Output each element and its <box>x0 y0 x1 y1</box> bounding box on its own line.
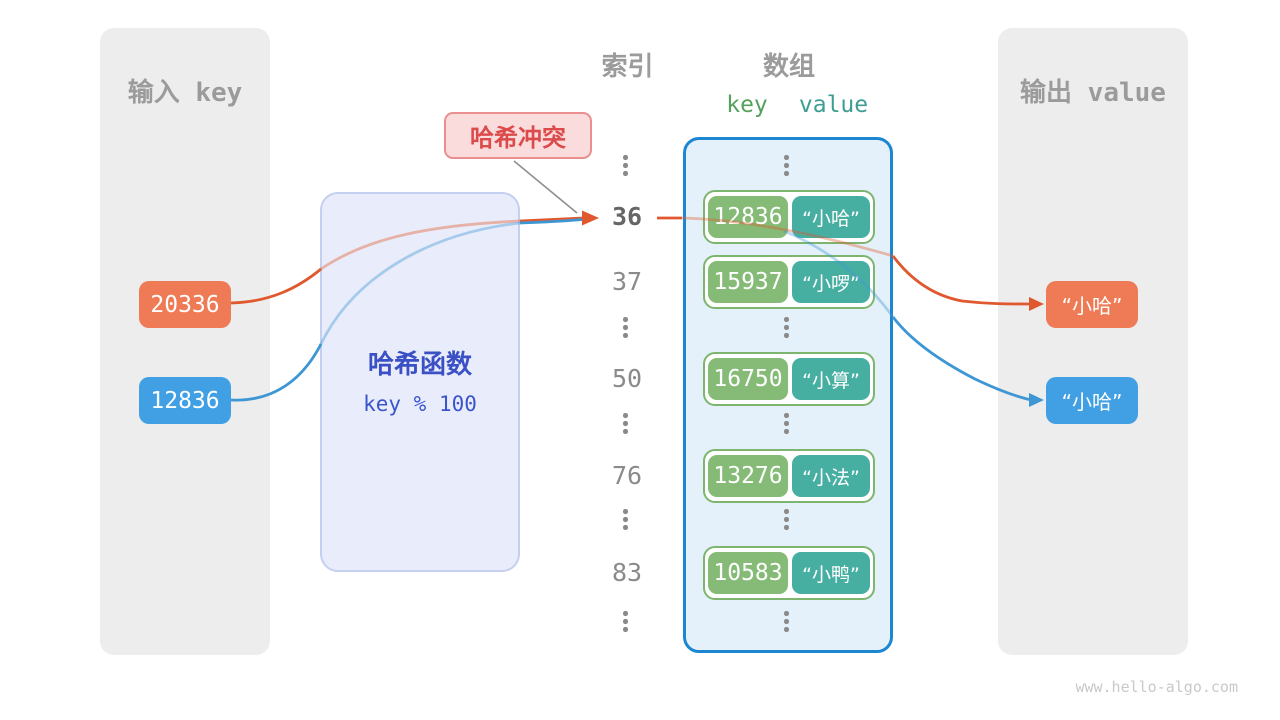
hash-collision-label: 哈希冲突 <box>444 112 592 159</box>
blue-curve-to-index <box>519 218 583 225</box>
array-ellipsis <box>784 317 789 338</box>
index-column-title: 索引 <box>601 52 654 82</box>
array-row-key: 16750 <box>708 358 788 400</box>
input-key-chip-12836: 12836 <box>139 377 231 424</box>
array-column-title: 数组 <box>762 52 815 82</box>
array-row-value: “小鸭” <box>792 552 870 594</box>
hash-function-title: 哈希函数 <box>367 350 472 380</box>
array-row: 10583 “小鸭” <box>703 546 875 600</box>
index-ellipsis <box>623 611 628 632</box>
index-ellipsis <box>623 413 628 434</box>
input-panel-title: 输入 key <box>127 78 243 108</box>
input-key-chip-20336: 20336 <box>139 281 231 328</box>
output-value-chip-blue: “小哈” <box>1046 377 1138 424</box>
output-panel-title: 输出 value <box>1020 78 1166 108</box>
output-value-panel: 输出 value <box>998 28 1188 655</box>
array-ellipsis <box>784 155 789 176</box>
array-row-value: “小法” <box>792 455 870 497</box>
array-row-key: 12836 <box>708 196 788 238</box>
index-ellipsis <box>623 509 628 530</box>
collision-callout-line <box>513 160 578 214</box>
hash-function-box <box>320 192 520 572</box>
key-header: key <box>726 92 768 118</box>
index-cell-76: 76 <box>611 461 643 490</box>
array-row-value: “小算” <box>792 358 870 400</box>
array-ellipsis <box>784 413 789 434</box>
index-cell-37: 37 <box>611 267 643 296</box>
array-row-key: 10583 <box>708 552 788 594</box>
value-header: value <box>798 92 869 118</box>
array-ellipsis <box>784 611 789 632</box>
array-row-key: 15937 <box>708 261 788 303</box>
array-ellipsis <box>784 509 789 530</box>
hash-function-formula: key % 100 <box>363 392 477 416</box>
input-key-panel: 输入 key <box>100 28 270 655</box>
output-value-chip-orange: “小哈” <box>1046 281 1138 328</box>
array-row: 16750 “小算” <box>703 352 875 406</box>
array-row-value: “小哈” <box>792 196 870 238</box>
orange-curve-to-index <box>519 216 585 223</box>
array-row-key: 13276 <box>708 455 788 497</box>
array-row-value: “小啰” <box>792 261 870 303</box>
index-cell-50: 50 <box>611 364 643 393</box>
array-row: 13276 “小法” <box>703 449 875 503</box>
index-cell-36: 36 <box>611 202 643 231</box>
array-row: 15937 “小啰” <box>703 255 875 309</box>
array-row: 12836 “小哈” <box>703 190 875 244</box>
watermark: www.hello-algo.com <box>1075 678 1238 696</box>
index-cell-83: 83 <box>611 558 643 587</box>
index-ellipsis <box>623 317 628 338</box>
index-ellipsis <box>623 155 628 176</box>
